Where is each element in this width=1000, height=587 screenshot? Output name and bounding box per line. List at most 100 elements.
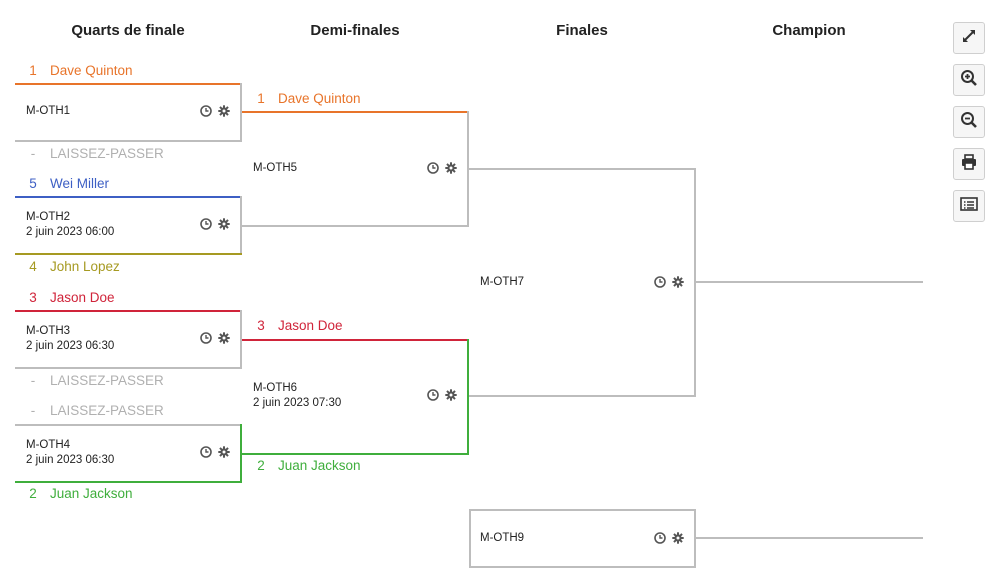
- participant-slot[interactable]: 4 John Lopez: [22, 258, 120, 276]
- match-actions: [200, 331, 230, 344]
- match-id: M-OTH3: [26, 325, 71, 337]
- match-label[interactable]: M-OTH4 2 juin 2023 06:30: [26, 438, 114, 468]
- list-icon: [960, 196, 978, 217]
- bracket-line: [15, 424, 242, 426]
- match-label[interactable]: M-OTH5: [253, 161, 297, 176]
- participant-name: Juan Jackson: [50, 486, 133, 501]
- column-title-semifinals: Demi-finales: [310, 22, 400, 39]
- match-date: 2 juin 2023 06:30: [26, 340, 115, 352]
- match-actions: [654, 275, 684, 288]
- bracket-line: [15, 367, 242, 369]
- seed-number: -: [30, 403, 36, 418]
- bracket-line: [15, 481, 242, 483]
- participant-name: John Lopez: [50, 259, 120, 274]
- bracket-line: [694, 537, 923, 539]
- gear-icon[interactable]: [445, 388, 457, 401]
- seed-number: 1: [257, 91, 265, 106]
- participant-name: Jason Doe: [50, 290, 115, 305]
- match-label[interactable]: M-OTH1: [26, 104, 70, 119]
- participant-name: Jason Doe: [278, 318, 343, 333]
- participant-slot[interactable]: 2 Juan Jackson: [250, 457, 361, 475]
- bracket-line: [15, 83, 242, 85]
- match-actions: [427, 161, 457, 174]
- match-id: M-OTH4: [26, 439, 71, 451]
- seed-number: 4: [29, 259, 37, 274]
- participant-slot[interactable]: -LAISSEZ-PASSER: [22, 145, 164, 163]
- bracket-line: [242, 111, 469, 113]
- bracket-line: [240, 310, 242, 367]
- match-id: M-OTH7: [480, 276, 525, 288]
- column-title-finals: Finales: [556, 22, 608, 39]
- gear-icon[interactable]: [218, 445, 230, 458]
- bracket-line: [240, 424, 242, 481]
- clock-icon[interactable]: [427, 161, 439, 174]
- gear-icon[interactable]: [218, 104, 230, 117]
- gear-icon[interactable]: [672, 531, 684, 544]
- seed-number: -: [30, 146, 36, 161]
- match-actions: [200, 104, 230, 117]
- bracket-line: [467, 339, 469, 453]
- bracket-line: [15, 140, 242, 142]
- bracket-line: [469, 509, 471, 566]
- participant-slot[interactable]: 2 Juan Jackson: [22, 485, 133, 503]
- list-view-button[interactable]: [953, 190, 985, 222]
- participant-slot[interactable]: 3 Jason Doe: [250, 317, 343, 335]
- bracket-line: [469, 168, 696, 170]
- match-id: M-OTH1: [26, 105, 71, 117]
- match-date: 2 juin 2023 06:30: [26, 454, 115, 466]
- clock-icon[interactable]: [200, 331, 212, 344]
- bracket-line: [15, 253, 242, 255]
- match-id: M-OTH5: [253, 162, 298, 174]
- gear-icon[interactable]: [445, 161, 457, 174]
- column-title-quarterfinals: Quarts de finale: [71, 22, 185, 39]
- clock-icon[interactable]: [427, 388, 439, 401]
- seed-number: 5: [29, 176, 37, 191]
- bracket-line: [242, 453, 469, 455]
- print-icon: [960, 153, 978, 176]
- gear-icon[interactable]: [218, 331, 230, 344]
- participant-name: Juan Jackson: [278, 458, 361, 473]
- match-date: 2 juin 2023 07:30: [253, 397, 342, 409]
- seed-number: 1: [29, 63, 37, 78]
- clock-icon[interactable]: [654, 531, 666, 544]
- match-label[interactable]: M-OTH9: [480, 531, 524, 546]
- bracket-line: [15, 310, 242, 312]
- participant-name: Wei Miller: [50, 176, 110, 191]
- seed-number: 2: [257, 458, 265, 473]
- clock-icon[interactable]: [200, 445, 212, 458]
- zoom-in-button[interactable]: [953, 64, 985, 96]
- match-actions: [200, 217, 230, 230]
- match-date: 2 juin 2023 06:00: [26, 226, 115, 238]
- seed-number: 3: [29, 290, 37, 305]
- clock-icon[interactable]: [200, 104, 212, 117]
- print-button[interactable]: [953, 148, 985, 180]
- seed-number: -: [30, 373, 36, 388]
- zoom-out-icon: [960, 111, 978, 134]
- bracket-line: [469, 509, 696, 511]
- bracket-line: [242, 225, 469, 227]
- participant-slot[interactable]: 5 Wei Miller: [22, 175, 109, 193]
- match-label[interactable]: M-OTH7: [480, 275, 524, 290]
- bracket-line: [467, 111, 469, 225]
- participant-slot[interactable]: -LAISSEZ-PASSER: [22, 372, 164, 390]
- seed-number: 3: [257, 318, 265, 333]
- participant-slot[interactable]: -LAISSEZ-PASSER: [22, 402, 164, 420]
- fullscreen-button[interactable]: [953, 22, 985, 54]
- seed-number: 2: [29, 486, 37, 501]
- zoom-in-icon: [960, 69, 978, 92]
- participant-slot[interactable]: 1 Dave Quinton: [250, 90, 361, 108]
- gear-icon[interactable]: [672, 275, 684, 288]
- clock-icon[interactable]: [654, 275, 666, 288]
- participant-name: Dave Quinton: [278, 91, 361, 106]
- gear-icon[interactable]: [218, 217, 230, 230]
- match-label[interactable]: M-OTH3 2 juin 2023 06:30: [26, 324, 114, 354]
- participant-name: LAISSEZ-PASSER: [50, 146, 164, 161]
- participant-slot[interactable]: 3 Jason Doe: [22, 289, 115, 307]
- column-title-champion: Champion: [772, 22, 846, 39]
- clock-icon[interactable]: [200, 217, 212, 230]
- bracket-line: [469, 395, 696, 397]
- zoom-out-button[interactable]: [953, 106, 985, 138]
